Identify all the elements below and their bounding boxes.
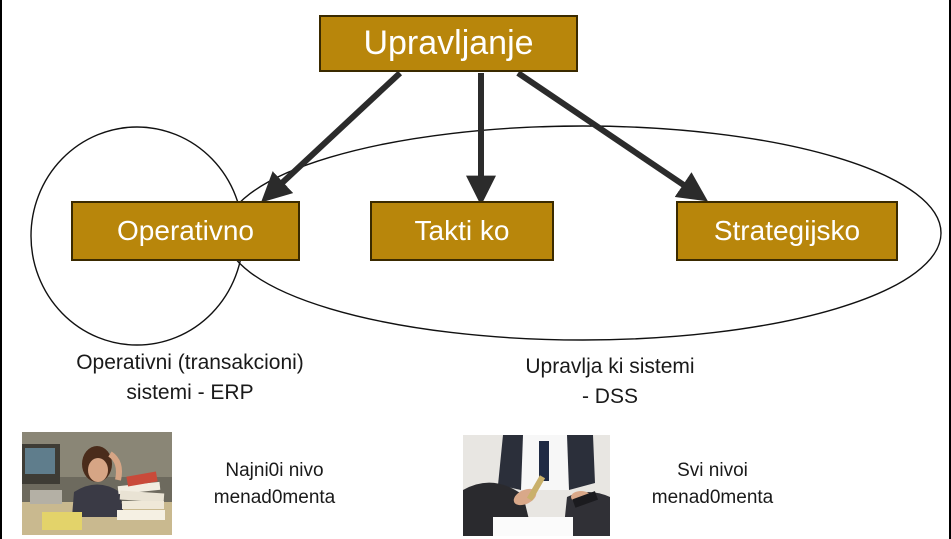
- upravljanje-label: Upravljanje: [363, 24, 534, 62]
- erp-caption-line-1: Operativni (transakcioni): [76, 351, 304, 374]
- erp-caption-line-2: sistemi - ERP: [126, 381, 254, 404]
- dss-caption-line-2: - DSS: [581, 385, 638, 408]
- lowest-level-note-line-1: Najni0i nivo: [225, 460, 324, 481]
- takticko-box: Takti ko: [370, 201, 554, 261]
- stressed-worker-photo: [22, 432, 172, 535]
- takticko-label: Takti ko: [414, 215, 510, 246]
- dss-caption: Upravlja ki sistemi - DSS: [470, 352, 750, 412]
- arrow-to-strategijsko: [516, 70, 708, 202]
- operativno-box: Operativno: [71, 201, 300, 261]
- lowest-level-note-line-2: menad0menta: [213, 487, 336, 508]
- upravljanje-box: Upravljanje: [319, 15, 578, 72]
- arrow-to-operativno: [260, 70, 403, 203]
- strategijsko-label: Strategijsko: [713, 215, 861, 246]
- strategijsko-box: Strategijsko: [676, 201, 898, 261]
- lowest-level-note: Najni0i nivo menad0menta: [192, 457, 357, 511]
- all-levels-note: Svi nivoi menad0menta: [630, 457, 795, 511]
- all-levels-note-line-2: menad0menta: [651, 487, 774, 508]
- erp-caption: Operativni (transakcioni) sistemi - ERP: [20, 348, 360, 408]
- dss-caption-line-1: Upravlja ki sistemi: [525, 355, 695, 378]
- business-meeting-photo: [463, 435, 610, 536]
- operativno-label: Operativno: [117, 215, 254, 246]
- all-levels-note-line-1: Svi nivoi: [677, 460, 748, 481]
